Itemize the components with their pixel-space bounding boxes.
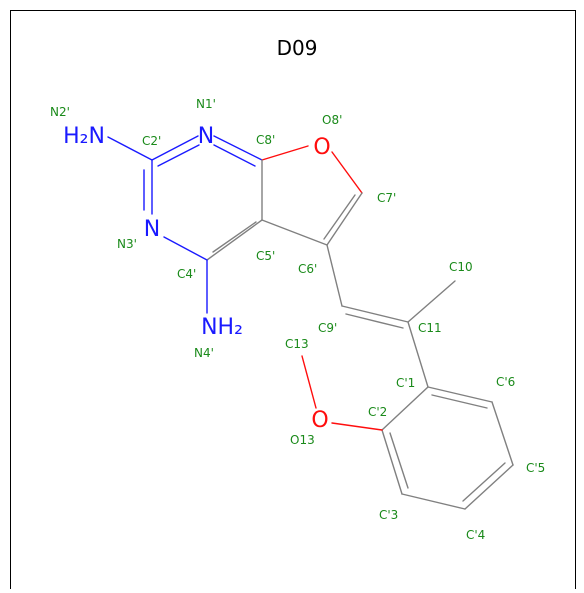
atom-label-n4: N4'	[194, 346, 214, 360]
bond-c9-c11-inner	[345, 313, 404, 329]
atom-symbol-o13: O	[311, 408, 328, 433]
atom-symbol-n1: N	[198, 124, 214, 149]
bond-cq3-cq2	[381, 429, 403, 495]
bond-n2-c2	[107, 136, 153, 161]
bond-c6-c9	[326, 244, 343, 307]
atom-label-cq4: C'4	[466, 528, 485, 542]
bond-n1-c8	[213, 135, 263, 161]
bond-cq6-cq5	[491, 401, 514, 466]
bond-c8-o8	[261, 145, 309, 161]
bond-o13-c13	[301, 355, 317, 409]
atom-label-cq6: C'6	[496, 375, 515, 389]
bond-c11-cq1	[407, 321, 429, 388]
bond-c4-c5	[206, 219, 263, 261]
structure-title: D09	[277, 36, 318, 60]
bond-c6-c5	[261, 219, 328, 246]
atom-label-n2: N2'	[50, 105, 70, 119]
bond-cq1-cq6-inner	[431, 394, 488, 409]
atom-label-n1: N1'	[196, 97, 216, 111]
atom-label-c6: C6'	[298, 262, 317, 276]
atom-label-c8: C8'	[256, 133, 275, 147]
atom-label-cq5: C'5	[526, 461, 545, 475]
bond-c7-c6	[326, 192, 363, 246]
atom-label-c11: C11	[418, 321, 442, 335]
atom-symbol-o8: O	[313, 135, 330, 160]
bond-cq3-cq2-inner	[389, 432, 409, 489]
atom-label-cq3: C'3	[379, 508, 398, 522]
bond-n1-c8-inner	[213, 144, 256, 167]
atom-labels: N2' N1' C2' C8' O8' C7' N3' C5' C4' C6' …	[50, 97, 545, 542]
atom-label-c5: C5'	[256, 249, 275, 263]
bond-c9-c11	[341, 305, 409, 323]
bonds	[107, 135, 514, 510]
atom-symbols: H₂N N O N NH₂ O	[63, 124, 331, 433]
bond-c2-n1-inner	[157, 144, 200, 167]
atom-label-o13: O13	[290, 433, 315, 447]
atom-label-c10: C10	[449, 260, 473, 274]
bond-cq4-cq3	[401, 493, 466, 510]
atom-symbol-n4: NH₂	[201, 315, 243, 340]
atom-label-c9: C9'	[318, 321, 337, 335]
bond-cq5-cq4-inner	[462, 462, 506, 502]
atom-symbol-n3: N	[144, 217, 160, 242]
bond-c7-c6-inner	[323, 194, 356, 240]
atom-symbol-n2: H₂N	[63, 124, 105, 149]
bond-cq1-cq6	[427, 386, 493, 403]
bond-o8-c7	[331, 151, 363, 194]
atom-label-c2: C2'	[142, 134, 161, 148]
bond-c11-c10	[407, 280, 456, 323]
atom-label-o8: O8'	[322, 113, 342, 127]
bond-cq2-cq1	[381, 386, 429, 431]
bond-n3-c4	[163, 236, 208, 261]
atom-label-cq1: C'1	[396, 376, 415, 390]
atom-label-cq2: C'2	[368, 405, 387, 419]
bond-c2-n1	[151, 135, 199, 161]
bond-cq5-cq4	[464, 464, 514, 510]
atom-label-c7: C7'	[377, 191, 396, 205]
atom-label-n3: N3'	[117, 237, 137, 251]
bond-c4-c5-inner	[212, 221, 257, 253]
atom-label-c4: C4'	[177, 267, 196, 281]
atom-label-c13: C13	[285, 337, 309, 351]
bond-cq2-o13	[331, 422, 383, 431]
panel-border	[10, 10, 576, 589]
